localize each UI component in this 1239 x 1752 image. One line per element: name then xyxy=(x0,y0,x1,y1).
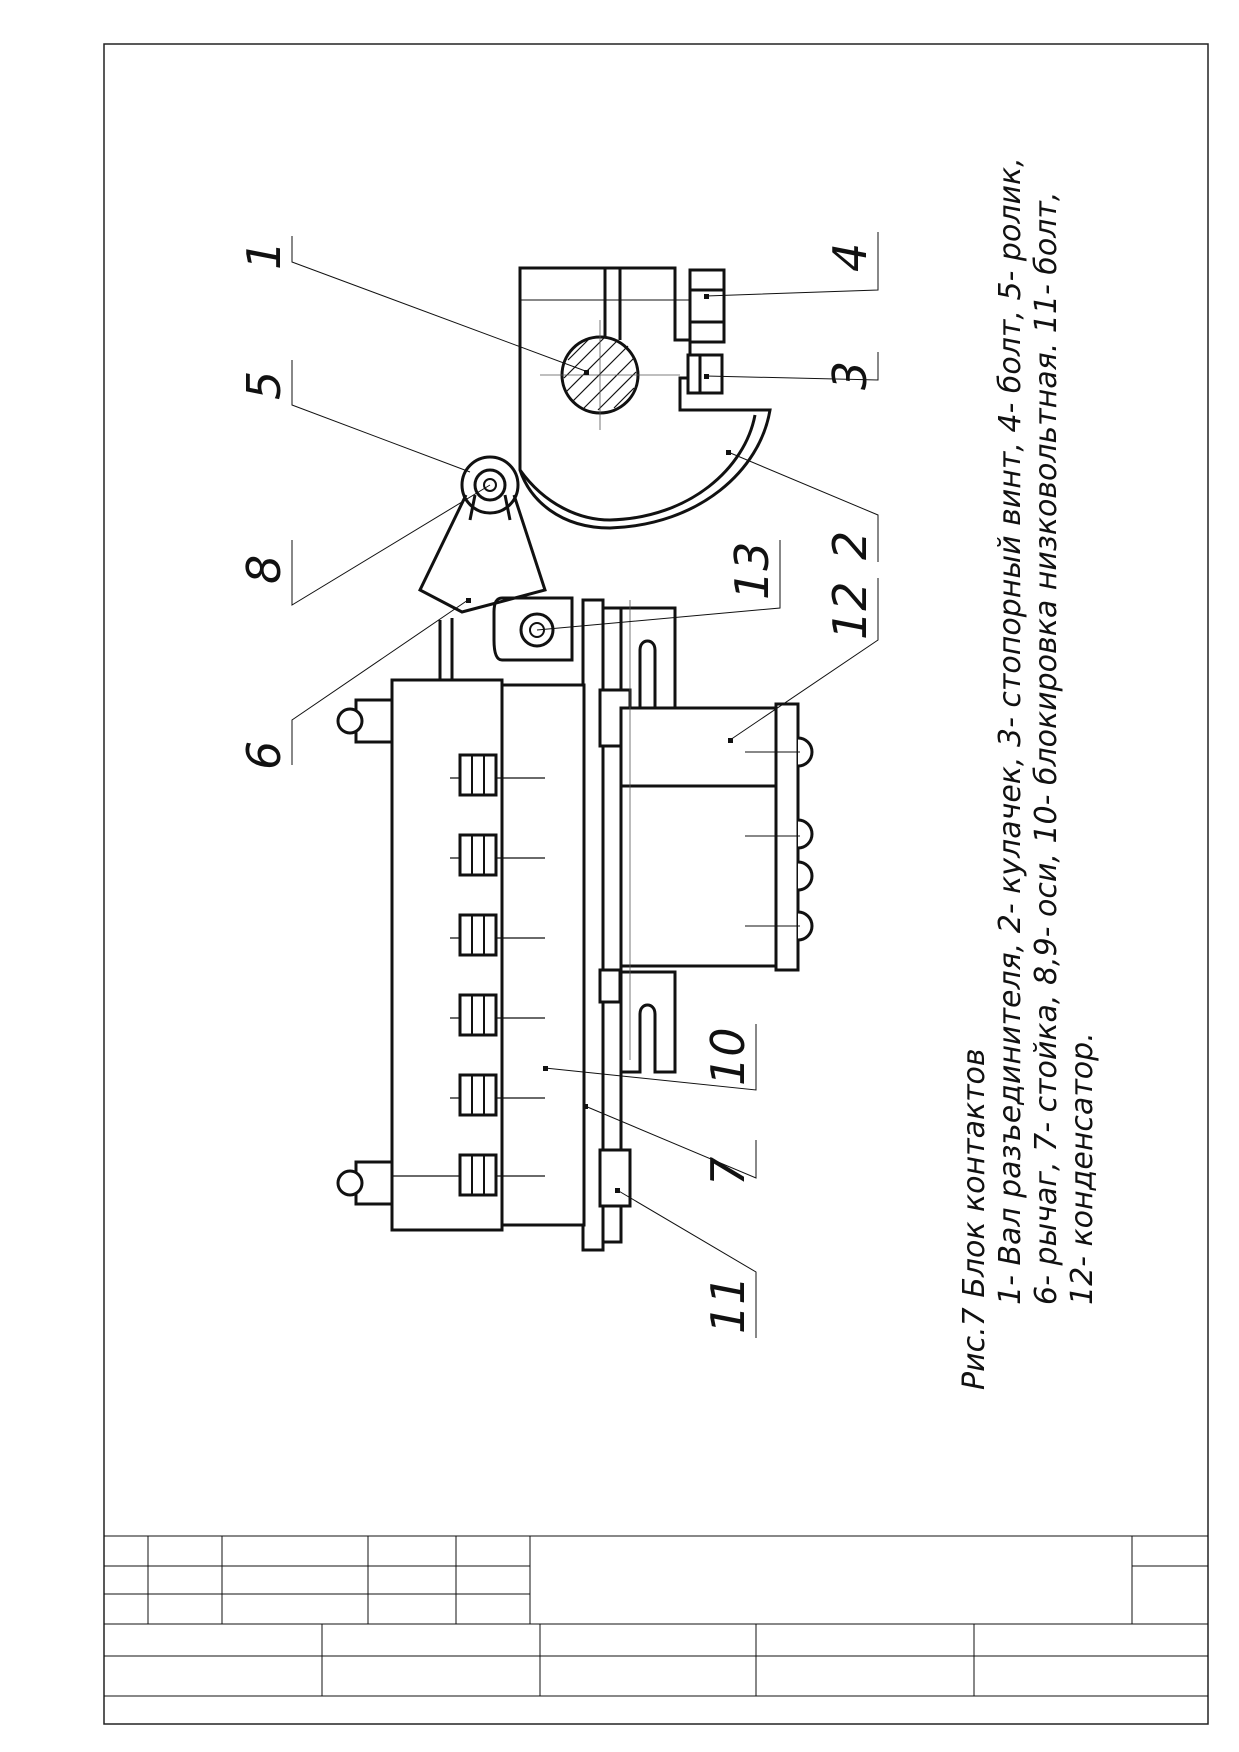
low-voltage-block-10 xyxy=(336,678,632,1232)
caption-line-2: 6- рычаг, 7- стойка, 8,9- оси, 10- блоки… xyxy=(1029,192,1064,1305)
lever-6 xyxy=(418,494,547,614)
callout-numbers: 1 4 3 2 5 8 13 12 6 10 7 11 xyxy=(237,241,877,1334)
caption-line-1: 1- Вал разъединителя, 2- кулачек, 3- сто… xyxy=(993,157,1028,1305)
callout-2: 2 xyxy=(823,531,877,560)
caption-title: Рис.7 Блок контактов xyxy=(957,1048,992,1390)
title-block xyxy=(104,1535,1208,1697)
callout-3: 3 xyxy=(823,361,877,390)
figure-caption: Рис.7 Блок контактов 1- Вал разъединител… xyxy=(957,157,1100,1390)
sheet-frame xyxy=(103,43,1209,1725)
callout-13: 13 xyxy=(725,541,779,600)
callout-6: 6 xyxy=(237,741,291,770)
callout-11: 11 xyxy=(701,1275,755,1334)
callout-4: 4 xyxy=(823,243,877,272)
base-plate xyxy=(581,598,623,1252)
callout-1: 1 xyxy=(237,241,291,270)
contact-block-drawing: 1 4 3 2 5 8 13 12 6 10 7 11 Рис.7 Блок к… xyxy=(237,157,1100,1390)
cam-part xyxy=(518,266,772,530)
callout-7: 7 xyxy=(701,1157,755,1186)
caption-line-3: 12- конденсатор. xyxy=(1065,1032,1100,1305)
callout-5: 5 xyxy=(237,371,291,400)
shaft-part xyxy=(540,320,680,430)
leader-lines xyxy=(291,232,879,1338)
callout-10: 10 xyxy=(701,1027,755,1086)
capacitor-12 xyxy=(619,600,814,1060)
callout-12: 12 xyxy=(823,581,877,640)
bolt-4 xyxy=(675,268,726,344)
callout-8: 8 xyxy=(237,555,291,584)
